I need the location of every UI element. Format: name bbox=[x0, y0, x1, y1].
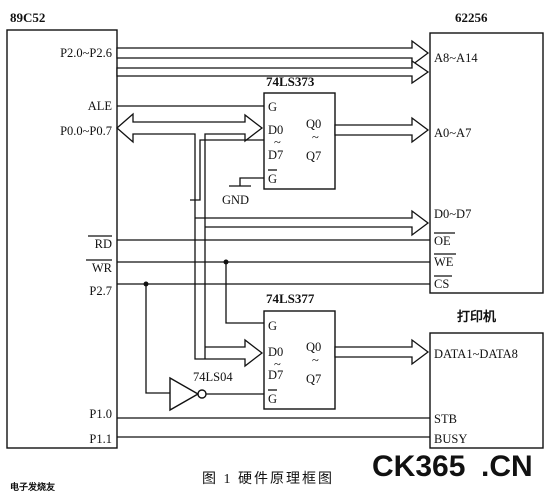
latch-pin-g: G bbox=[268, 100, 277, 114]
ram-pin-a0a7: A0~A7 bbox=[434, 126, 471, 140]
bus-p0 bbox=[116, 112, 430, 368]
watermark-suffix: .CN bbox=[481, 450, 533, 483]
mcu-pin-wr: WR bbox=[92, 261, 113, 275]
printer-title: 打印机 bbox=[457, 309, 496, 324]
printer-block: 打印机 DATA1~DATA8 STB BUSY bbox=[429, 309, 544, 449]
printer-body bbox=[429, 332, 544, 449]
ram-body bbox=[429, 32, 544, 294]
mcu-pin-p11: P1.1 bbox=[89, 432, 112, 446]
ff-74ls377: 74LS377 G D0 ~ D7 Q0 ~ Q7 G bbox=[263, 291, 336, 410]
ff-pin-q7: Q7 bbox=[306, 372, 321, 386]
mcu-pin-p27: P2.7 bbox=[89, 284, 112, 298]
mcu-89c52: 89C52 P2.0~P2.6 ALE P0.0~P0.7 RD WR P2.7… bbox=[6, 10, 118, 449]
ff-pin-d7: D7 bbox=[268, 368, 283, 382]
bus-p2-to-a8a14 bbox=[116, 39, 430, 67]
gnd-wire bbox=[239, 177, 264, 186]
latch-74ls373: 74LS373 G D0 ~ D7 Q0 ~ Q7 G bbox=[263, 74, 336, 190]
watermark-main: CK365 bbox=[372, 450, 465, 483]
figure-caption: 图 1 硬件原理框图 bbox=[202, 471, 334, 487]
ff-pin-gbar: G bbox=[268, 392, 277, 406]
ram-pin-we: WE bbox=[434, 255, 454, 269]
latch-tilde-d: ~ bbox=[274, 135, 281, 149]
wire-p27-inv bbox=[145, 284, 170, 394]
mcu-pin-ale: ALE bbox=[88, 99, 113, 113]
inverter-74ls04: 74LS04 bbox=[169, 370, 264, 412]
mcu-pin-rd: RD bbox=[95, 237, 112, 251]
latch-pin-gbar: G bbox=[268, 172, 277, 186]
ram-pin-cs: CS bbox=[434, 277, 449, 291]
mcu-body bbox=[6, 29, 118, 449]
ff-tilde-d: ~ bbox=[274, 357, 281, 371]
ram-title: 62256 bbox=[455, 10, 488, 25]
watermark: 电子发烧友 CK365 .CN bbox=[10, 450, 533, 492]
ram-62256: 62256 A8~A14 A0~A7 D0~D7 OE WE CS bbox=[429, 10, 544, 294]
ff-body bbox=[263, 310, 336, 410]
printer-pin-data: DATA1~DATA8 bbox=[434, 347, 518, 361]
mcu-title: 89C52 bbox=[10, 10, 45, 25]
latch-body bbox=[263, 92, 336, 190]
mcu-pin-p10: P1.0 bbox=[89, 407, 112, 421]
latch-pin-d0: D0 bbox=[268, 123, 283, 137]
wire-373-d-loop bbox=[190, 139, 264, 201]
mcu-pin-p0: P0.0~P0.7 bbox=[60, 124, 112, 138]
latch-pin-q7: Q7 bbox=[306, 149, 321, 163]
ram-pin-a8a14: A8~A14 bbox=[434, 51, 478, 65]
ff-title: 74LS377 bbox=[266, 291, 315, 306]
latch-pin-d7: D7 bbox=[268, 148, 283, 162]
bus-q-to-printer bbox=[334, 338, 430, 366]
ff-tilde-q: ~ bbox=[312, 353, 319, 367]
printer-pin-busy: BUSY bbox=[434, 432, 467, 446]
latch-title: 74LS373 bbox=[266, 74, 315, 89]
ff-pin-g: G bbox=[268, 319, 277, 333]
latch-pin-q0: Q0 bbox=[306, 117, 321, 131]
gnd-symbol: GND bbox=[222, 177, 264, 207]
mcu-pin-p2: P2.0~P2.6 bbox=[60, 46, 112, 60]
inverter-label: 74LS04 bbox=[193, 370, 233, 384]
inverter-triangle bbox=[169, 376, 200, 412]
watermark-small: 电子发烧友 bbox=[10, 481, 55, 492]
gnd-label: GND bbox=[222, 193, 249, 207]
ram-pin-d0d7: D0~D7 bbox=[434, 207, 471, 221]
ff-pin-d0: D0 bbox=[268, 345, 283, 359]
ff-pin-q0: Q0 bbox=[306, 340, 321, 354]
inverter-bubble bbox=[197, 389, 207, 399]
latch-tilde-q: ~ bbox=[312, 130, 319, 144]
bus-p2-lower bbox=[116, 59, 430, 85]
ram-pin-oe: OE bbox=[434, 234, 451, 248]
printer-pin-stb: STB bbox=[434, 412, 457, 426]
wire-wr-377g bbox=[225, 262, 264, 324]
bus-q-to-a0a7 bbox=[334, 116, 430, 144]
